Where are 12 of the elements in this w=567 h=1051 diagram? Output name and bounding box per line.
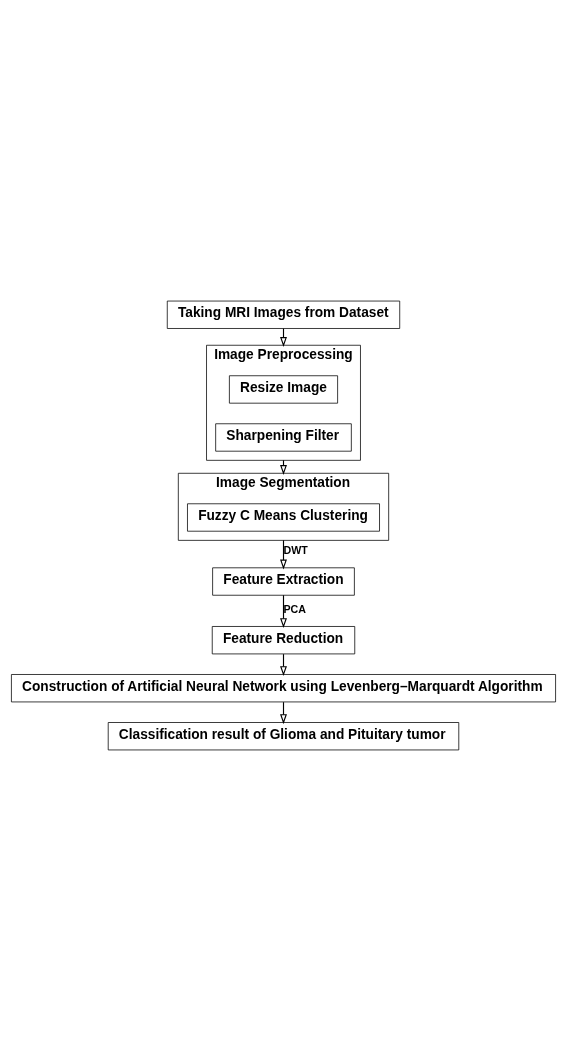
node-box: Construction of Artificial Neural Network using Levenberg–Marquardt Algorithm bbox=[11, 674, 556, 703]
node-box: Sharpening Filter bbox=[215, 423, 352, 452]
node-box: Resize Image bbox=[229, 375, 338, 404]
arrow bbox=[280, 594, 287, 629]
node-box: Feature Extraction bbox=[212, 567, 355, 596]
arrow bbox=[280, 539, 287, 570]
edge-label: DWT bbox=[283, 544, 308, 557]
node-box: Feature Reduction bbox=[211, 626, 356, 655]
edge-label: PCA bbox=[283, 602, 306, 615]
node-box: Taking MRI Images from Dataset bbox=[166, 300, 401, 329]
node-box: Fuzzy C Means Clustering bbox=[187, 503, 380, 532]
node-box: Classification result of Glioma and Pituitary tumor bbox=[107, 722, 460, 751]
